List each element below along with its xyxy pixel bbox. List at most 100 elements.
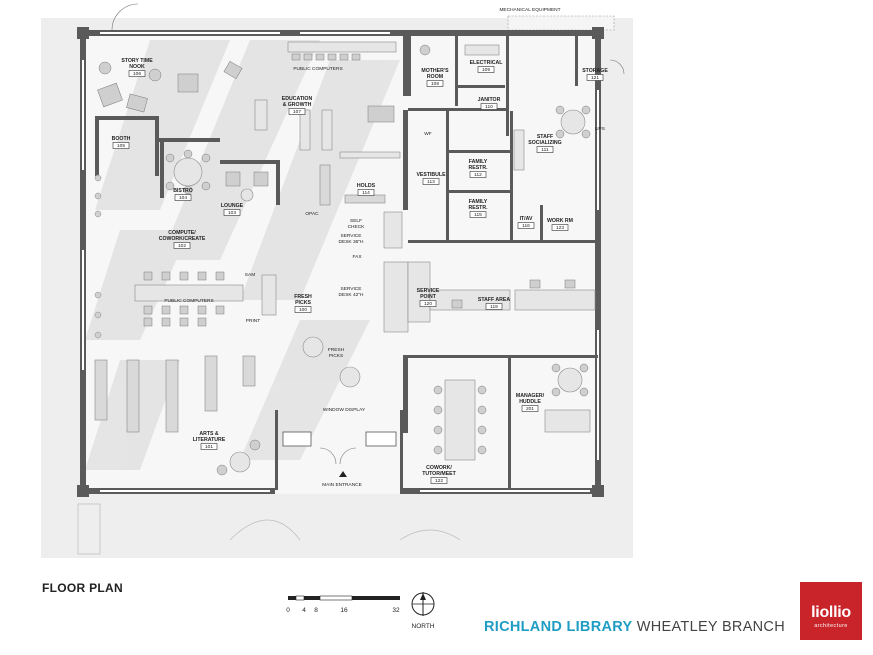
label-opac: OPAC bbox=[305, 211, 319, 217]
room-name: LITERATURE bbox=[193, 437, 226, 443]
room-number-box bbox=[294, 306, 312, 313]
room-labels: STORY TIMENOOK106BOOTH105BISTRO104LOUNGE… bbox=[112, 58, 609, 484]
logo-wordmark: liollio bbox=[811, 604, 851, 621]
door-swings bbox=[111, 3, 625, 465]
north-arrow-icon bbox=[411, 592, 435, 616]
interior-walls bbox=[95, 36, 598, 490]
room-name: VESTIBULE bbox=[416, 172, 446, 178]
room-number: 121 bbox=[591, 75, 599, 81]
room-name: COWORK/ bbox=[426, 465, 452, 471]
scale-tick-4: 4 bbox=[302, 607, 306, 614]
room-number: 108 bbox=[431, 81, 439, 87]
room-name: COWORK/CREATE bbox=[159, 236, 206, 242]
room-number: 107 bbox=[293, 109, 301, 115]
logo-subtitle: architecture bbox=[814, 623, 848, 629]
bistro-furniture bbox=[165, 149, 211, 195]
room-number-box bbox=[469, 211, 487, 218]
room-name: ELECTRICAL bbox=[470, 60, 504, 66]
room-name: BISTRO bbox=[173, 188, 193, 194]
room-number: 123 bbox=[556, 225, 564, 231]
room-name: & GROWTH bbox=[283, 102, 312, 108]
room-name: HOLDS bbox=[357, 183, 376, 189]
room-name: ARTS & bbox=[199, 431, 219, 437]
room-number-box bbox=[426, 80, 444, 87]
room-number-box bbox=[477, 66, 495, 73]
room-number: 115 bbox=[474, 212, 482, 218]
room-number-box bbox=[469, 171, 487, 178]
scale-tick-32: 32 bbox=[392, 607, 400, 614]
room-name: FAMILY bbox=[469, 159, 488, 165]
room-name: TUTOR/MEET bbox=[422, 471, 456, 477]
room-name: SERVICE bbox=[417, 288, 440, 294]
mothers-room-chair bbox=[419, 44, 431, 56]
floor-plan: MECHANICAL EQUIPMENT bbox=[41, 3, 633, 558]
label-fresh-picks-bin: PICKS bbox=[329, 353, 343, 359]
room-number-box bbox=[551, 224, 569, 231]
scale-tick-8: 8 bbox=[314, 607, 318, 614]
room-name: STORAGE bbox=[582, 68, 608, 74]
label-service-desk-36: DESK 36"H bbox=[339, 239, 364, 245]
room-number: 112 bbox=[474, 172, 482, 178]
room-name: FAMILY bbox=[469, 199, 488, 205]
perimeter-stools bbox=[94, 174, 102, 339]
room-number-box bbox=[419, 300, 437, 307]
room-number: 100 bbox=[299, 307, 307, 313]
room-name: ROOM bbox=[427, 74, 443, 80]
room-number-box bbox=[174, 194, 192, 201]
room-number-box bbox=[200, 443, 218, 450]
cowork-furniture bbox=[433, 379, 487, 461]
room-name: RESTR. bbox=[468, 165, 488, 171]
fresh-picks-displays bbox=[302, 336, 361, 388]
room-number: 114 bbox=[362, 190, 370, 196]
label-fresh-picks-bin: FRESH bbox=[328, 347, 345, 353]
room-number: 101 bbox=[205, 444, 213, 450]
room-name: RESTR. bbox=[468, 205, 488, 211]
floor-plan-title: FLOOR PLAN bbox=[42, 581, 123, 595]
manager-furniture bbox=[544, 363, 591, 433]
label-public-computers-mid: PUBLIC COMPUTERS bbox=[164, 298, 213, 304]
label-service-desk-36: SERVICE bbox=[341, 233, 362, 239]
room-number-box bbox=[422, 178, 440, 185]
room-number: 102 bbox=[178, 243, 186, 249]
room-name: STAFF bbox=[537, 134, 553, 140]
room-name: EDUCATION bbox=[282, 96, 313, 102]
window-bands bbox=[82, 32, 599, 492]
label-window-display: WINDOW DISPLAY bbox=[323, 407, 366, 413]
mechanical-equipment-label: MECHANICAL EQUIPMENT bbox=[499, 7, 560, 13]
electrical-panel bbox=[464, 44, 500, 56]
room-name: MOTHER'S bbox=[421, 68, 449, 74]
label-service-desk-42: DESK 42"H bbox=[339, 292, 364, 298]
scale-tick-0: 0 bbox=[286, 607, 290, 614]
room-number-box bbox=[223, 209, 241, 216]
room-number-box bbox=[521, 405, 539, 412]
scale-tick-16: 16 bbox=[340, 607, 348, 614]
education-furniture bbox=[254, 99, 401, 159]
room-name: LOUNGE bbox=[221, 203, 244, 209]
room-name: JANITOR bbox=[478, 97, 501, 103]
room-number: 113 bbox=[427, 179, 435, 185]
room-number-box bbox=[586, 74, 604, 81]
room-number: 110 bbox=[485, 104, 493, 110]
lounge-furniture bbox=[225, 171, 269, 202]
room-number-box bbox=[128, 70, 146, 77]
label-ups: UPS bbox=[595, 126, 605, 132]
room-number-box bbox=[288, 108, 306, 115]
